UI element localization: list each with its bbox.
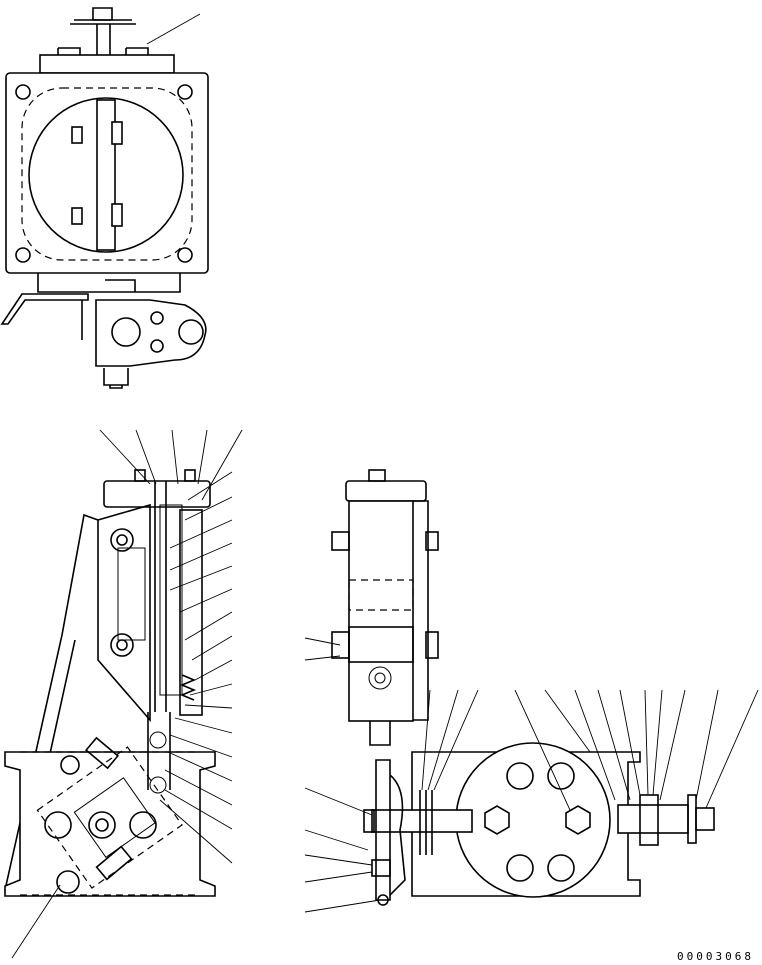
drawing-number: 00003068 xyxy=(677,950,754,963)
side-view xyxy=(304,469,759,913)
front-section-view xyxy=(4,429,243,959)
top-view xyxy=(0,7,209,389)
